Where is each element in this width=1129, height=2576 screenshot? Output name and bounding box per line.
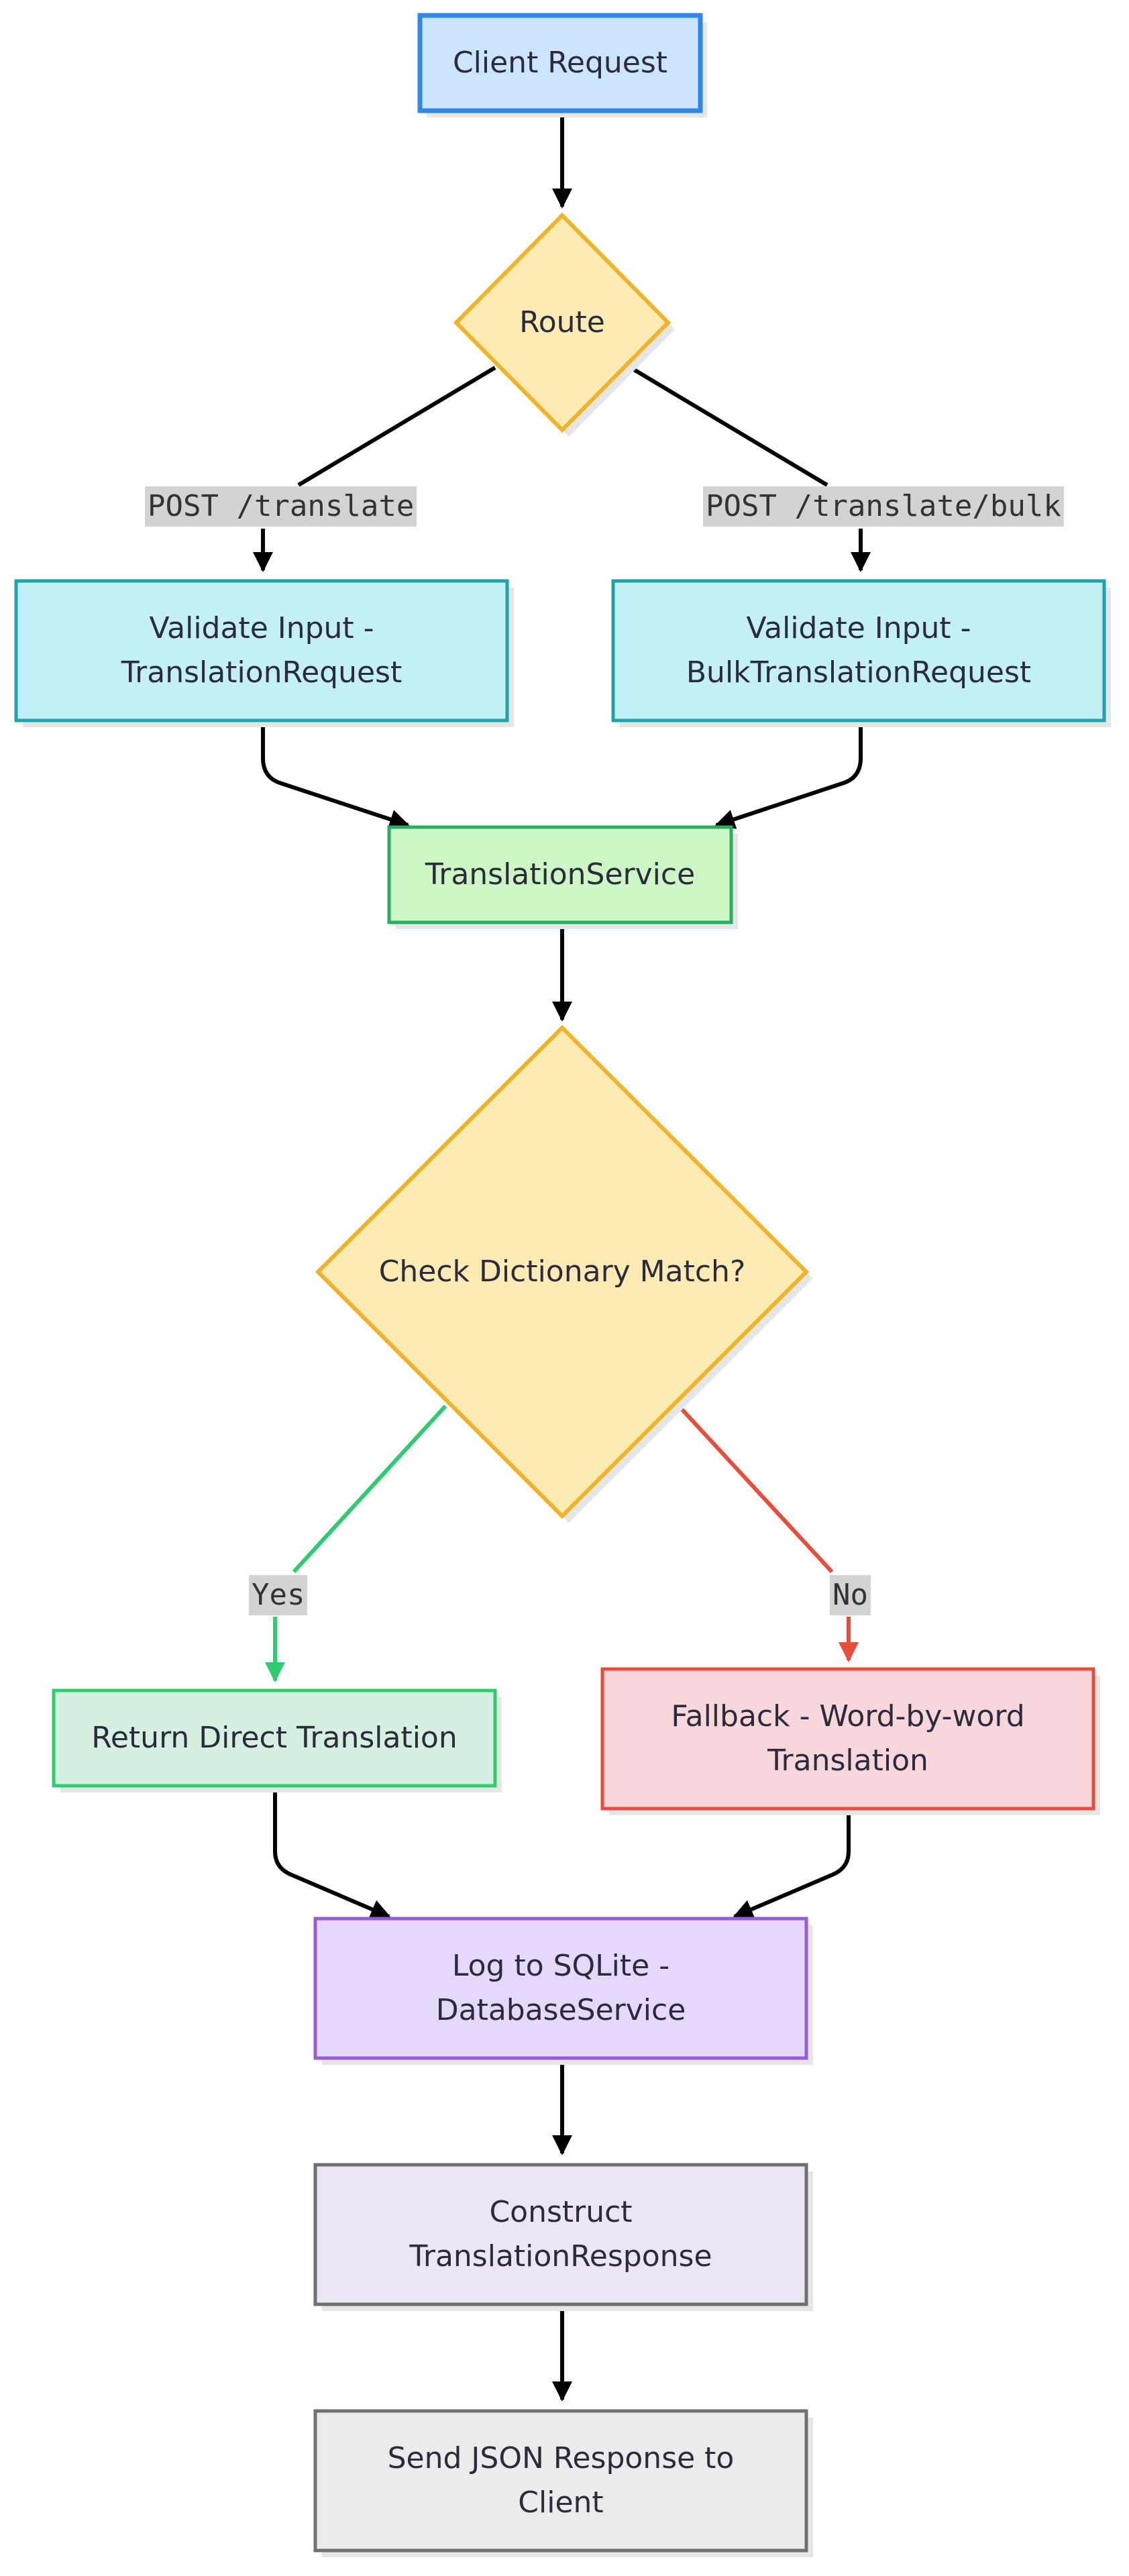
edge-fallback-to-log: [733, 1813, 851, 1919]
node-log-sqlite: [313, 1917, 808, 2060]
client-request-label: Client Request: [452, 46, 668, 80]
edge-check-to-fallback: [677, 1404, 849, 1660]
edge-label-no: No: [830, 1575, 871, 1615]
edge-route-to-validate-bulk: [629, 366, 861, 570]
node-route: [453, 212, 671, 433]
node-validate-bulk: [611, 579, 1106, 722]
edge-label-post-translate: POST /translate: [145, 486, 417, 527]
check-dictionary-label: Check Dictionary Match?: [378, 1254, 746, 1289]
translation-service-label: TranslationService: [425, 857, 696, 892]
fallback-label: Fallback - Word-by-word Translation: [671, 1699, 1025, 1778]
node-validate-single: [14, 579, 509, 722]
validate-single-label: Validate Input - TranslationRequest: [121, 611, 402, 690]
route-label: Route: [519, 305, 605, 339]
node-return-direct: [52, 1688, 497, 1788]
edge-validate-single-to-service: [261, 723, 410, 829]
edge-route-to-validate-single: [263, 366, 496, 570]
edge-label-post-bulk: POST /translate/bulk: [703, 486, 1064, 527]
edge-return-to-log: [273, 1791, 391, 1919]
validate-bulk-label: Validate Input - BulkTranslationRequest: [686, 611, 1032, 690]
send-json-label: Send JSON Response to Client: [387, 2441, 735, 2520]
node-translation-service: [387, 825, 733, 924]
edge-check-to-return: [275, 1404, 447, 1680]
node-fallback: [600, 1667, 1095, 1811]
return-direct-label: Return Direct Translation: [91, 1721, 458, 1755]
node-client-request: [417, 13, 703, 113]
log-sqlite-label: Log to SQLite - DatabaseService: [435, 1949, 686, 2027]
node-construct-response: [313, 2163, 808, 2306]
node-send-json: [313, 2409, 808, 2553]
edge-validate-bulk-to-service: [714, 723, 863, 829]
construct-response-label: Construct TranslationResponse: [409, 2195, 712, 2273]
node-check-dictionary: [315, 1024, 810, 1519]
edge-label-yes: Yes: [249, 1575, 308, 1615]
